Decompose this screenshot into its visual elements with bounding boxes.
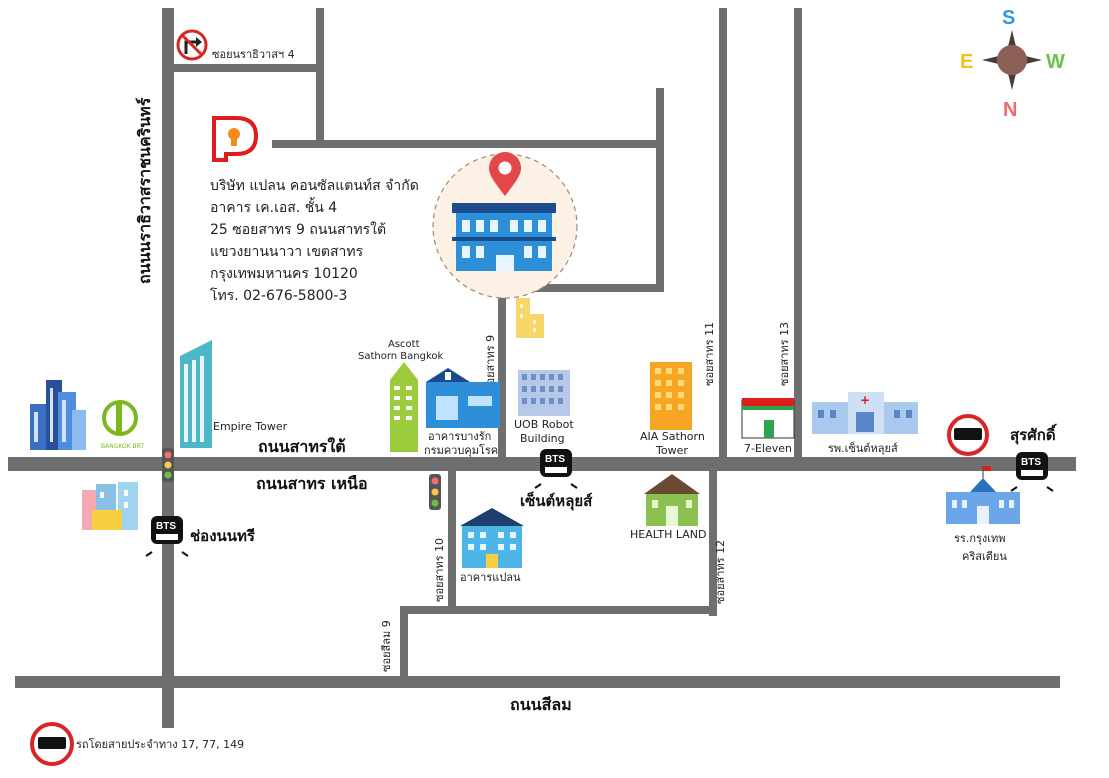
seven-eleven-icon [741, 398, 795, 439]
chong-nonsi-buildings-icon [82, 482, 138, 530]
bus-sign-icon [947, 414, 989, 456]
label-narathiwas: ถนนนราธิวาสราชนครินทร์ [135, 97, 154, 284]
seven-eleven-label: 7-Eleven [744, 442, 792, 455]
bangkok-christian-label-2: คริสเตียน [962, 550, 1007, 563]
label-silom-soi9: ซอยสีลม 9 [380, 620, 393, 672]
label-sathorn-north: ถนนสาทร เหนือ [256, 474, 368, 493]
bus-route-note: รถโดยสายประจำทาง 17, 77, 149 [76, 737, 244, 751]
plan-logo-icon [212, 116, 259, 162]
label-silom: ถนนสีลม [510, 695, 572, 714]
health-land-icon [644, 474, 700, 526]
empire-tower-icon [180, 340, 212, 448]
ascott-label-1: Ascott [388, 339, 420, 350]
st-louis-hospital-icon: + [812, 392, 918, 434]
label-soi13: ซอยสาทร 13 [778, 322, 791, 386]
label-narathiwas-soi4: ซอยนราธิวาสฯ 4 [212, 48, 295, 61]
plan-building-label: อาคารแปลน [460, 571, 521, 584]
ascott-building-icon [390, 362, 418, 452]
road-soi12 [709, 470, 717, 616]
uob-label-2: Building [520, 432, 565, 445]
health-land-label: HEALTH LAND [630, 528, 706, 541]
road-narathiwas [162, 8, 174, 728]
st-louis-hospital-label: รพ.เซ็นต์หลุยส์ [828, 441, 898, 455]
bangkok-christian-school-icon [946, 466, 1020, 524]
no-right-turn-icon [176, 29, 208, 61]
label-sathorn-south: ถนนสาทรใต้ [258, 437, 346, 456]
road-soi13 [794, 8, 802, 460]
road-network [8, 8, 1076, 728]
ascott-label-2: Sathorn Bangkok [358, 351, 444, 362]
bts-st-louis-icon: BTS [534, 449, 578, 489]
uob-label-1: UOB Robot [514, 418, 574, 431]
bts-chong-nonsi-icon: BTS [145, 516, 189, 557]
road-soi10 [448, 470, 456, 608]
destination-building-icon [452, 203, 556, 271]
brt-logo-icon: BANGKOK BRT [101, 400, 144, 450]
destination-marker [432, 152, 578, 299]
aia-building-icon [650, 362, 692, 430]
company-street: 25 ซอยสาทร 9 ถนนสาทรใต้ [210, 221, 386, 238]
station-surasak: สุรศักดิ์ [1010, 423, 1057, 445]
aia-label-2: Tower [655, 444, 688, 457]
company-building: อาคาร เค.เอส. ชั้น 4 [210, 197, 337, 216]
road-soi11 [719, 8, 727, 460]
traffic-light-icon [162, 448, 174, 482]
empire-tower-label: Empire Tower [213, 420, 288, 433]
label-soi12: ซอยสาทร 12 [714, 540, 727, 604]
disease-control-label: กรมควบคุมโรค [424, 443, 498, 457]
compass-s: S [1002, 7, 1015, 29]
company-name: บริษัท แปลน คอนซัลแตนท์ส จำกัด [210, 177, 419, 194]
road-narathiwas-soi4 [174, 64, 320, 72]
label-soi10: ซอยสาทร 10 [433, 538, 446, 602]
road-soi9 [498, 284, 506, 460]
traffic-light-icon-2 [429, 474, 441, 510]
svg-text:+: + [860, 393, 870, 407]
compass-e: E [960, 51, 973, 73]
compass-n: N [1003, 99, 1017, 121]
compass-rose: S E W N [960, 7, 1065, 121]
compass-w: W [1046, 51, 1065, 73]
company-phone: โทร. 02-676-5800-3 [210, 287, 347, 304]
company-city: กรุงเทพมหานคร 10120 [210, 266, 358, 282]
brt-logo-text: BANGKOK BRT [101, 443, 144, 450]
station-chong-nonsi: ช่องนนทรี [190, 527, 256, 545]
bts-text: BTS [156, 521, 176, 532]
road-silom-soi9 [400, 606, 408, 678]
plan-building-icon [460, 508, 524, 568]
road-silom [15, 676, 1060, 688]
bts-text-3: BTS [1021, 457, 1041, 468]
bangkok-christian-label-1: รร.กรุงเทพ [954, 532, 1006, 545]
company-address: บริษัท แปลน คอนซัลแตนท์ส จำกัด อาคาร เค.… [210, 177, 419, 304]
small-office-icon [516, 298, 544, 338]
aia-label-1: AIA Sathorn [640, 430, 705, 443]
station-st-louis: เซ็นต์หลุยส์ [520, 491, 593, 511]
bus-sign-icon-2 [30, 722, 74, 766]
label-soi9: ซอยสาทร 9 [484, 335, 497, 392]
location-pin-icon [489, 152, 521, 196]
company-district: แขวงยานนาวา เขตสาทร [210, 244, 364, 260]
bts-text-2: BTS [545, 454, 565, 465]
bangrak-building-icon [426, 368, 500, 428]
uob-building-icon [518, 370, 570, 416]
label-soi11: ซอยสาทร 11 [703, 322, 716, 386]
bangrak-label: อาคารบางรัก [428, 430, 491, 443]
bts-surasak-icon: BTS [1010, 452, 1054, 492]
skyline-icon [30, 380, 86, 450]
